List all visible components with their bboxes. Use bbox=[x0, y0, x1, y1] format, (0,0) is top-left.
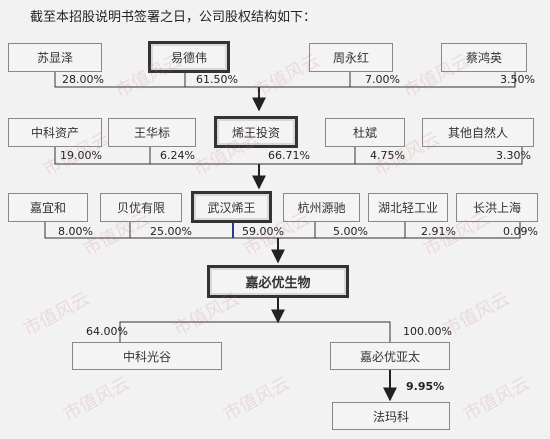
shareholder-box: 周永红 bbox=[309, 43, 393, 72]
connector-subs bbox=[119, 321, 391, 342]
shareholder-box: 杭州源驰 bbox=[283, 193, 360, 222]
stake-percent: 100.00% bbox=[403, 325, 452, 338]
shareholder-box: 中科资产 bbox=[8, 118, 102, 147]
stake-percent: 19.00% bbox=[60, 149, 102, 162]
stake-percent: 0.09% bbox=[503, 225, 538, 238]
stake-percent: 28.00% bbox=[62, 73, 104, 86]
stake-percent: 3.50% bbox=[500, 73, 535, 86]
shareholder-box: 湖北轻工业 bbox=[368, 193, 448, 222]
stake-percent: 3.30% bbox=[496, 149, 531, 162]
stake-percent: 2.91% bbox=[421, 225, 456, 238]
shareholder-box: 苏显泽 bbox=[8, 43, 102, 72]
shareholder-box: 蔡鸿英 bbox=[441, 43, 527, 72]
stake-percent: 5.00% bbox=[333, 225, 368, 238]
shareholder-box: 长洪上海 bbox=[456, 193, 538, 222]
connector-row2 bbox=[54, 146, 523, 165]
stake-percent: 6.24% bbox=[160, 149, 195, 162]
shareholder-box-main: 烯王投资 bbox=[214, 116, 298, 148]
connector-row1 bbox=[54, 71, 516, 88]
shareholder-box: 嘉宜和 bbox=[8, 193, 88, 222]
stake-percent: 7.00% bbox=[365, 73, 400, 86]
stake-percent: 25.00% bbox=[150, 225, 192, 238]
final-entity-box: 法玛科 bbox=[332, 402, 450, 430]
shareholder-box: 王华标 bbox=[108, 118, 196, 147]
stake-percent: 4.75% bbox=[370, 149, 405, 162]
shareholder-box-main: 武汉烯王 bbox=[191, 191, 272, 223]
stake-percent: 8.00% bbox=[58, 225, 93, 238]
intro-text: 截至本招股说明书签署之日，公司股权结构如下： bbox=[30, 10, 317, 25]
stake-percent: 9.95% bbox=[406, 380, 445, 393]
stake-percent: 61.50% bbox=[196, 73, 238, 86]
shareholder-box: 杜斌 bbox=[325, 118, 405, 147]
shareholder-box-main: 易德伟 bbox=[148, 41, 230, 73]
stake-percent: 66.71% bbox=[268, 149, 310, 162]
subsidiary-box: 嘉必优亚太 bbox=[330, 342, 450, 370]
connector-row3 bbox=[44, 222, 521, 239]
shareholder-box: 贝优有限 bbox=[100, 193, 182, 222]
company-box: 嘉必优生物 bbox=[207, 265, 349, 298]
subsidiary-box: 中科光谷 bbox=[72, 342, 222, 370]
stake-percent: 59.00% bbox=[242, 225, 284, 238]
shareholder-box: 其他自然人 bbox=[422, 118, 534, 147]
stake-percent: 64.00% bbox=[86, 325, 128, 338]
